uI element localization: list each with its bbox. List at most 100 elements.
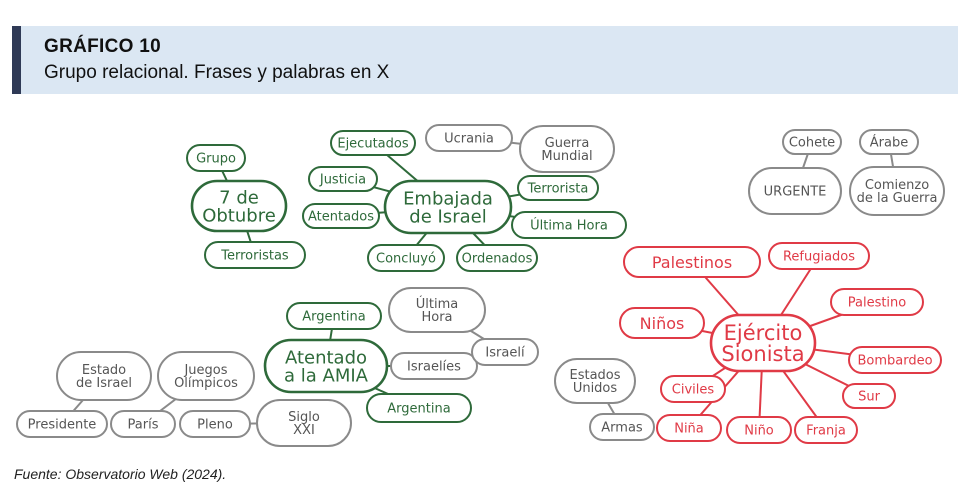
node-label-palestinos-0: Palestinos	[652, 253, 732, 272]
node-label-pleno-0: Pleno	[197, 418, 233, 433]
node-shape-cohete	[782, 129, 842, 155]
node-shape-franja	[794, 416, 858, 444]
node-nino: Niño	[726, 416, 792, 444]
node-shape-guerra-mundial	[519, 125, 615, 173]
node-label-ejecutados-0: Ejecutados	[337, 137, 408, 152]
node-pleno: Pleno	[179, 410, 251, 438]
node-civiles: Civiles	[660, 375, 726, 403]
node-label-comienzo-de-la-guerra-1: de la Guerra	[857, 191, 938, 206]
node-ordenados: Ordenados	[456, 244, 538, 272]
node-cohete: Cohete	[782, 129, 842, 155]
node-shape-ordenados	[456, 244, 538, 272]
node-label-atentados-0: Atentados	[308, 210, 374, 225]
node-label-civiles-0: Civiles	[672, 383, 715, 398]
node-label-terrorista-0: Terrorista	[527, 182, 589, 197]
node-presidente: Presidente	[16, 410, 108, 438]
node-shape-terrorista	[517, 175, 599, 201]
node-label-estados-unidos-1: Unidos	[573, 381, 618, 396]
node-shape-refugiados	[768, 242, 870, 270]
node-ninos: Niños	[619, 307, 705, 339]
node-shape-israeli	[471, 338, 539, 366]
node-label-israelies-0: Israelíes	[407, 360, 461, 375]
node-label-justicia-0: Justicia	[319, 173, 366, 188]
node-label-franja-0: Franja	[806, 424, 846, 439]
node-label-embajada-de-israel-0: Embajada	[403, 188, 493, 209]
node-label-sur-0: Sur	[858, 390, 880, 405]
node-terrorista: Terrorista	[517, 175, 599, 201]
node-shape-argentina-2	[366, 393, 472, 423]
chart-subtitle: Grupo relacional. Frases y palabras en X	[44, 62, 390, 83]
node-label-nina-0: Niña	[674, 422, 704, 437]
node-nina: Niña	[656, 414, 722, 442]
node-shape-atentados	[302, 203, 380, 229]
node-label-juegos-olimpicos-0: Juegos	[183, 363, 227, 378]
node-justicia: Justicia	[308, 166, 378, 192]
node-shape-estado-de-israel	[56, 351, 152, 401]
node-arabe: Árabe	[859, 129, 919, 155]
node-argentina-1: Argentina	[286, 302, 382, 330]
node-palestino: Palestino	[830, 288, 924, 316]
node-label-argentina-1-0: Argentina	[302, 310, 365, 325]
node-sur: Sur	[842, 383, 896, 409]
node-atentados: Atentados	[302, 203, 380, 229]
node-label-7-de-obtubre-0: 7 de	[219, 187, 259, 208]
node-shape-palestino	[830, 288, 924, 316]
node-label-ultima-hora-gray-1: Hora	[421, 310, 452, 325]
node-franja: Franja	[794, 416, 858, 444]
node-shape-juegos-olimpicos	[157, 351, 255, 401]
node-bombardeo: Bombardeo	[848, 346, 942, 374]
node-label-siglo-xxi-1: XXI	[293, 423, 315, 438]
node-argentina-2: Argentina	[366, 393, 472, 423]
node-label-cohete-0: Cohete	[789, 136, 835, 151]
node-shape-nino	[726, 416, 792, 444]
node-label-concluyo-0: Concluyó	[376, 252, 436, 267]
node-shape-ultima-hora-green	[511, 211, 627, 239]
node-shape-israelies	[390, 352, 478, 380]
node-shape-ultima-hora-gray	[388, 287, 486, 333]
node-label-argentina-2-0: Argentina	[387, 402, 450, 417]
node-shape-comienzo-de-la-guerra	[849, 166, 945, 216]
node-shape-terroristas	[204, 241, 306, 269]
node-shape-bombardeo	[848, 346, 942, 374]
node-label-ejercito-sionista-1: Sionista	[721, 342, 804, 366]
node-label-israeli-0: Israelí	[485, 346, 525, 361]
node-shape-civiles	[660, 375, 726, 403]
node-shape-concluyo	[367, 244, 445, 272]
node-shape-presidente	[16, 410, 108, 438]
node-label-armas-0: Armas	[601, 421, 643, 436]
source-note: Fuente: Observatorio Web (2024).	[14, 466, 227, 482]
node-label-comienzo-de-la-guerra-0: Comienzo	[865, 178, 929, 193]
node-label-terroristas-0: Terroristas	[220, 249, 289, 264]
node-label-embajada-de-israel-1: de Israel	[409, 206, 486, 227]
node-label-urgente-0: URGENTE	[764, 185, 827, 200]
node-israelies: Israelíes	[390, 352, 478, 380]
node-label-ninos-0: Niños	[640, 314, 685, 333]
node-shape-embajada-de-israel	[383, 179, 513, 235]
node-shape-estados-unidos	[554, 358, 636, 404]
node-terroristas: Terroristas	[204, 241, 306, 269]
node-shape-argentina-1	[286, 302, 382, 330]
node-shape-paris	[110, 410, 176, 438]
node-shape-atentado-amia	[263, 338, 389, 394]
node-label-ejercito-sionista-0: Ejército	[724, 321, 803, 345]
node-paris: París	[110, 410, 176, 438]
node-label-estado-de-israel-1: de Israel	[76, 376, 132, 391]
node-label-ultima-hora-gray-0: Última	[416, 296, 458, 312]
node-label-estados-unidos-0: Estados	[569, 368, 620, 383]
node-shape-ucrania	[425, 124, 513, 152]
node-ejecutados: Ejecutados	[330, 130, 416, 156]
node-label-juegos-olimpicos-1: Olímpicos	[174, 376, 238, 391]
node-grupo: Grupo	[186, 144, 246, 172]
